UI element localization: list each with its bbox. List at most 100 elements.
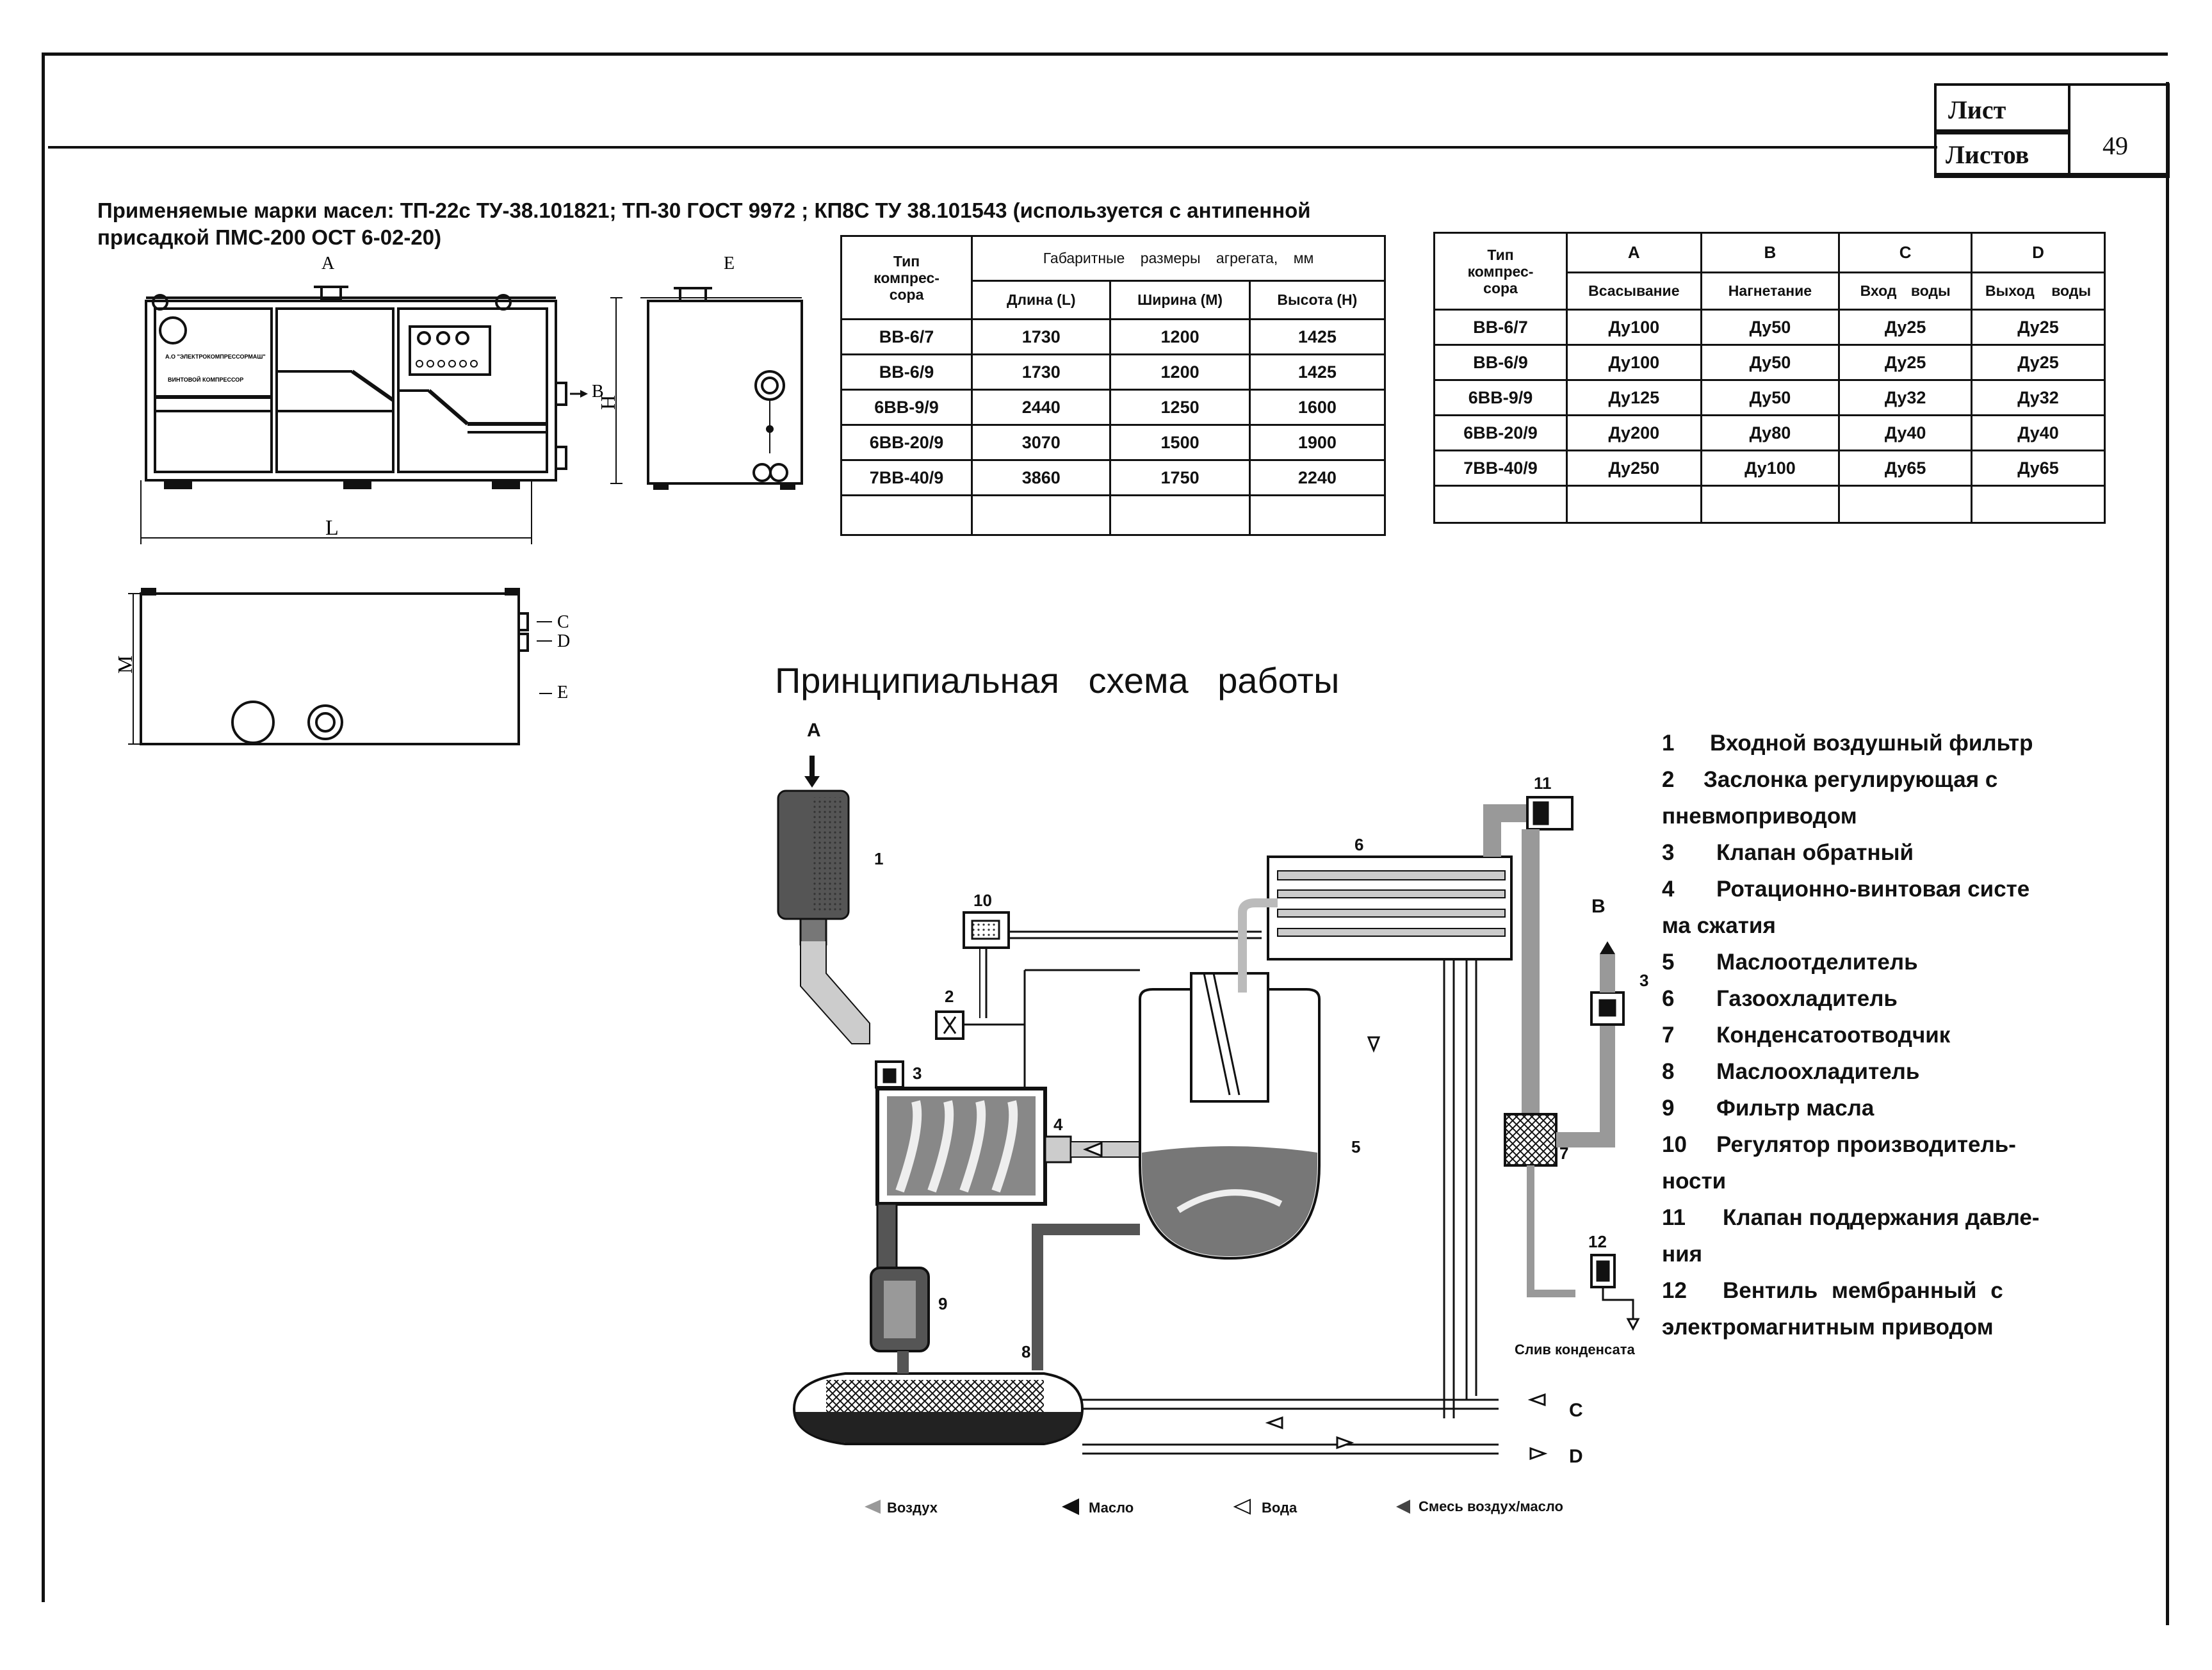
conn-col-water-out: Выход воды	[1971, 272, 2106, 311]
conn-col-water-in: Вход воды	[1838, 272, 1973, 311]
table-row-empty	[1433, 485, 2106, 524]
conn-letter-a: А	[1566, 232, 1702, 273]
scheme-num-2: 2	[945, 987, 954, 1006]
condensate-trap	[1504, 1113, 1557, 1167]
check-valve-outlet	[1590, 991, 1625, 1026]
conn-col-discharge: Нагнетание	[1700, 272, 1841, 311]
label-h: H	[596, 395, 619, 410]
label-l: L	[325, 516, 339, 540]
solenoid-drain-valve	[1590, 1254, 1616, 1288]
scheme-num-7: 7	[1559, 1144, 1568, 1163]
conn-type-header: Тип компрес- сора	[1433, 232, 1568, 311]
legend-mix-icon	[1396, 1500, 1410, 1514]
scheme-num-10: 10	[973, 891, 992, 910]
scheme-num-12: 12	[1588, 1232, 1607, 1251]
scheme-label-c: C	[1569, 1400, 1583, 1421]
scheme-label-a: A	[807, 720, 821, 741]
min-pressure-valve	[1526, 796, 1574, 831]
list-item: ма сжатия	[1662, 913, 1776, 938]
label-c: C	[557, 612, 569, 632]
list-item: пневмоприводом	[1662, 804, 1857, 829]
gas-cooler	[1238, 855, 1513, 993]
scheme-title: Принципиальная схема работы	[775, 660, 1340, 701]
legend-mix-label: Смесь воздух/масло	[1419, 1498, 1563, 1514]
top-view	[128, 588, 529, 745]
inlet-air-filter	[777, 790, 850, 946]
oil-cooler	[792, 1351, 1084, 1445]
label-e: E	[724, 254, 735, 273]
oil-separator	[1139, 972, 1321, 1260]
connections-table: Тип компрес- сора А В С D Всасывание Наг…	[1433, 232, 2106, 524]
scheme-num-3: 3	[913, 1064, 922, 1083]
capacity-regulator	[963, 911, 1010, 949]
scheme-label-b: B	[1591, 896, 1606, 917]
inlet-arrow-icon	[804, 776, 820, 788]
legend-oil-icon	[1062, 1498, 1079, 1515]
sheet-label: Лист	[1948, 95, 2006, 124]
dims-col-width: Ширина (M)	[1109, 280, 1251, 320]
conn-letter-d: D	[1971, 232, 2106, 273]
screw-compressor	[875, 1087, 1072, 1206]
oil-note-line-1: Применяемые марки масел: ТП-22с ТУ-38.10…	[97, 199, 1311, 222]
scheme-num-9: 9	[938, 1294, 947, 1313]
drain-label: Слив конденсата	[1515, 1342, 1635, 1358]
legend-icons	[865, 1498, 1410, 1515]
unit-outline-drawings: A B L А.О "ЭЛЕКТРОКОМПРЕССОРМАШ" ВИНТОВО…	[113, 254, 803, 745]
side-view	[610, 287, 803, 490]
scheme-num-4: 4	[1053, 1115, 1063, 1134]
legend-air-icon	[865, 1500, 881, 1514]
conn-col-suction: Всасывание	[1566, 272, 1702, 311]
nameplate-line-1: А.О "ЭЛЕКТРОКОМПРЕССОРМАШ"	[165, 353, 266, 360]
list-item: ности	[1662, 1169, 1727, 1194]
operating-scheme-diagram: A B C D 1 2 3 3 4 5 6 7 8 9 10 11 12 Сли…	[777, 720, 1648, 1516]
scheme-num-5: 5	[1351, 1137, 1360, 1156]
label-b: B	[592, 382, 604, 401]
arrow-b-icon	[580, 390, 588, 398]
dims-type-header: Тип компрес- сора	[840, 235, 973, 320]
label-a: A	[321, 254, 335, 273]
top-view-arrows	[537, 621, 552, 694]
dims-col-length: Длина (L)	[971, 280, 1112, 320]
scheme-label-d: D	[1569, 1446, 1583, 1467]
outlet-arrow-icon	[1600, 941, 1615, 954]
oil-filter	[870, 1203, 930, 1352]
legend-water-label: Вода	[1262, 1500, 1297, 1516]
conn-letter-b: В	[1700, 232, 1841, 273]
scheme-num-6: 6	[1354, 835, 1363, 854]
oil-note-line-2: присадкой ПМС-200 ОСТ 6-02-20)	[97, 225, 442, 249]
legend-air-label: Воздух	[887, 1500, 938, 1516]
scheme-num-3b: 3	[1639, 971, 1648, 990]
sheets-label: Листов	[1946, 140, 2029, 169]
legend-oil-label: Масло	[1089, 1500, 1134, 1516]
front-view	[140, 286, 583, 544]
label-d: D	[557, 631, 570, 651]
flow-arrows	[1082, 1036, 1640, 1461]
throttle-valve	[935, 1010, 964, 1040]
scheme-num-11: 11	[1534, 774, 1552, 793]
table-row-empty	[840, 494, 1387, 536]
nameplate-line-2: ВИНТОВОЙ КОМПРЕССОР	[168, 376, 243, 383]
legend-water-icon	[1233, 1498, 1251, 1515]
